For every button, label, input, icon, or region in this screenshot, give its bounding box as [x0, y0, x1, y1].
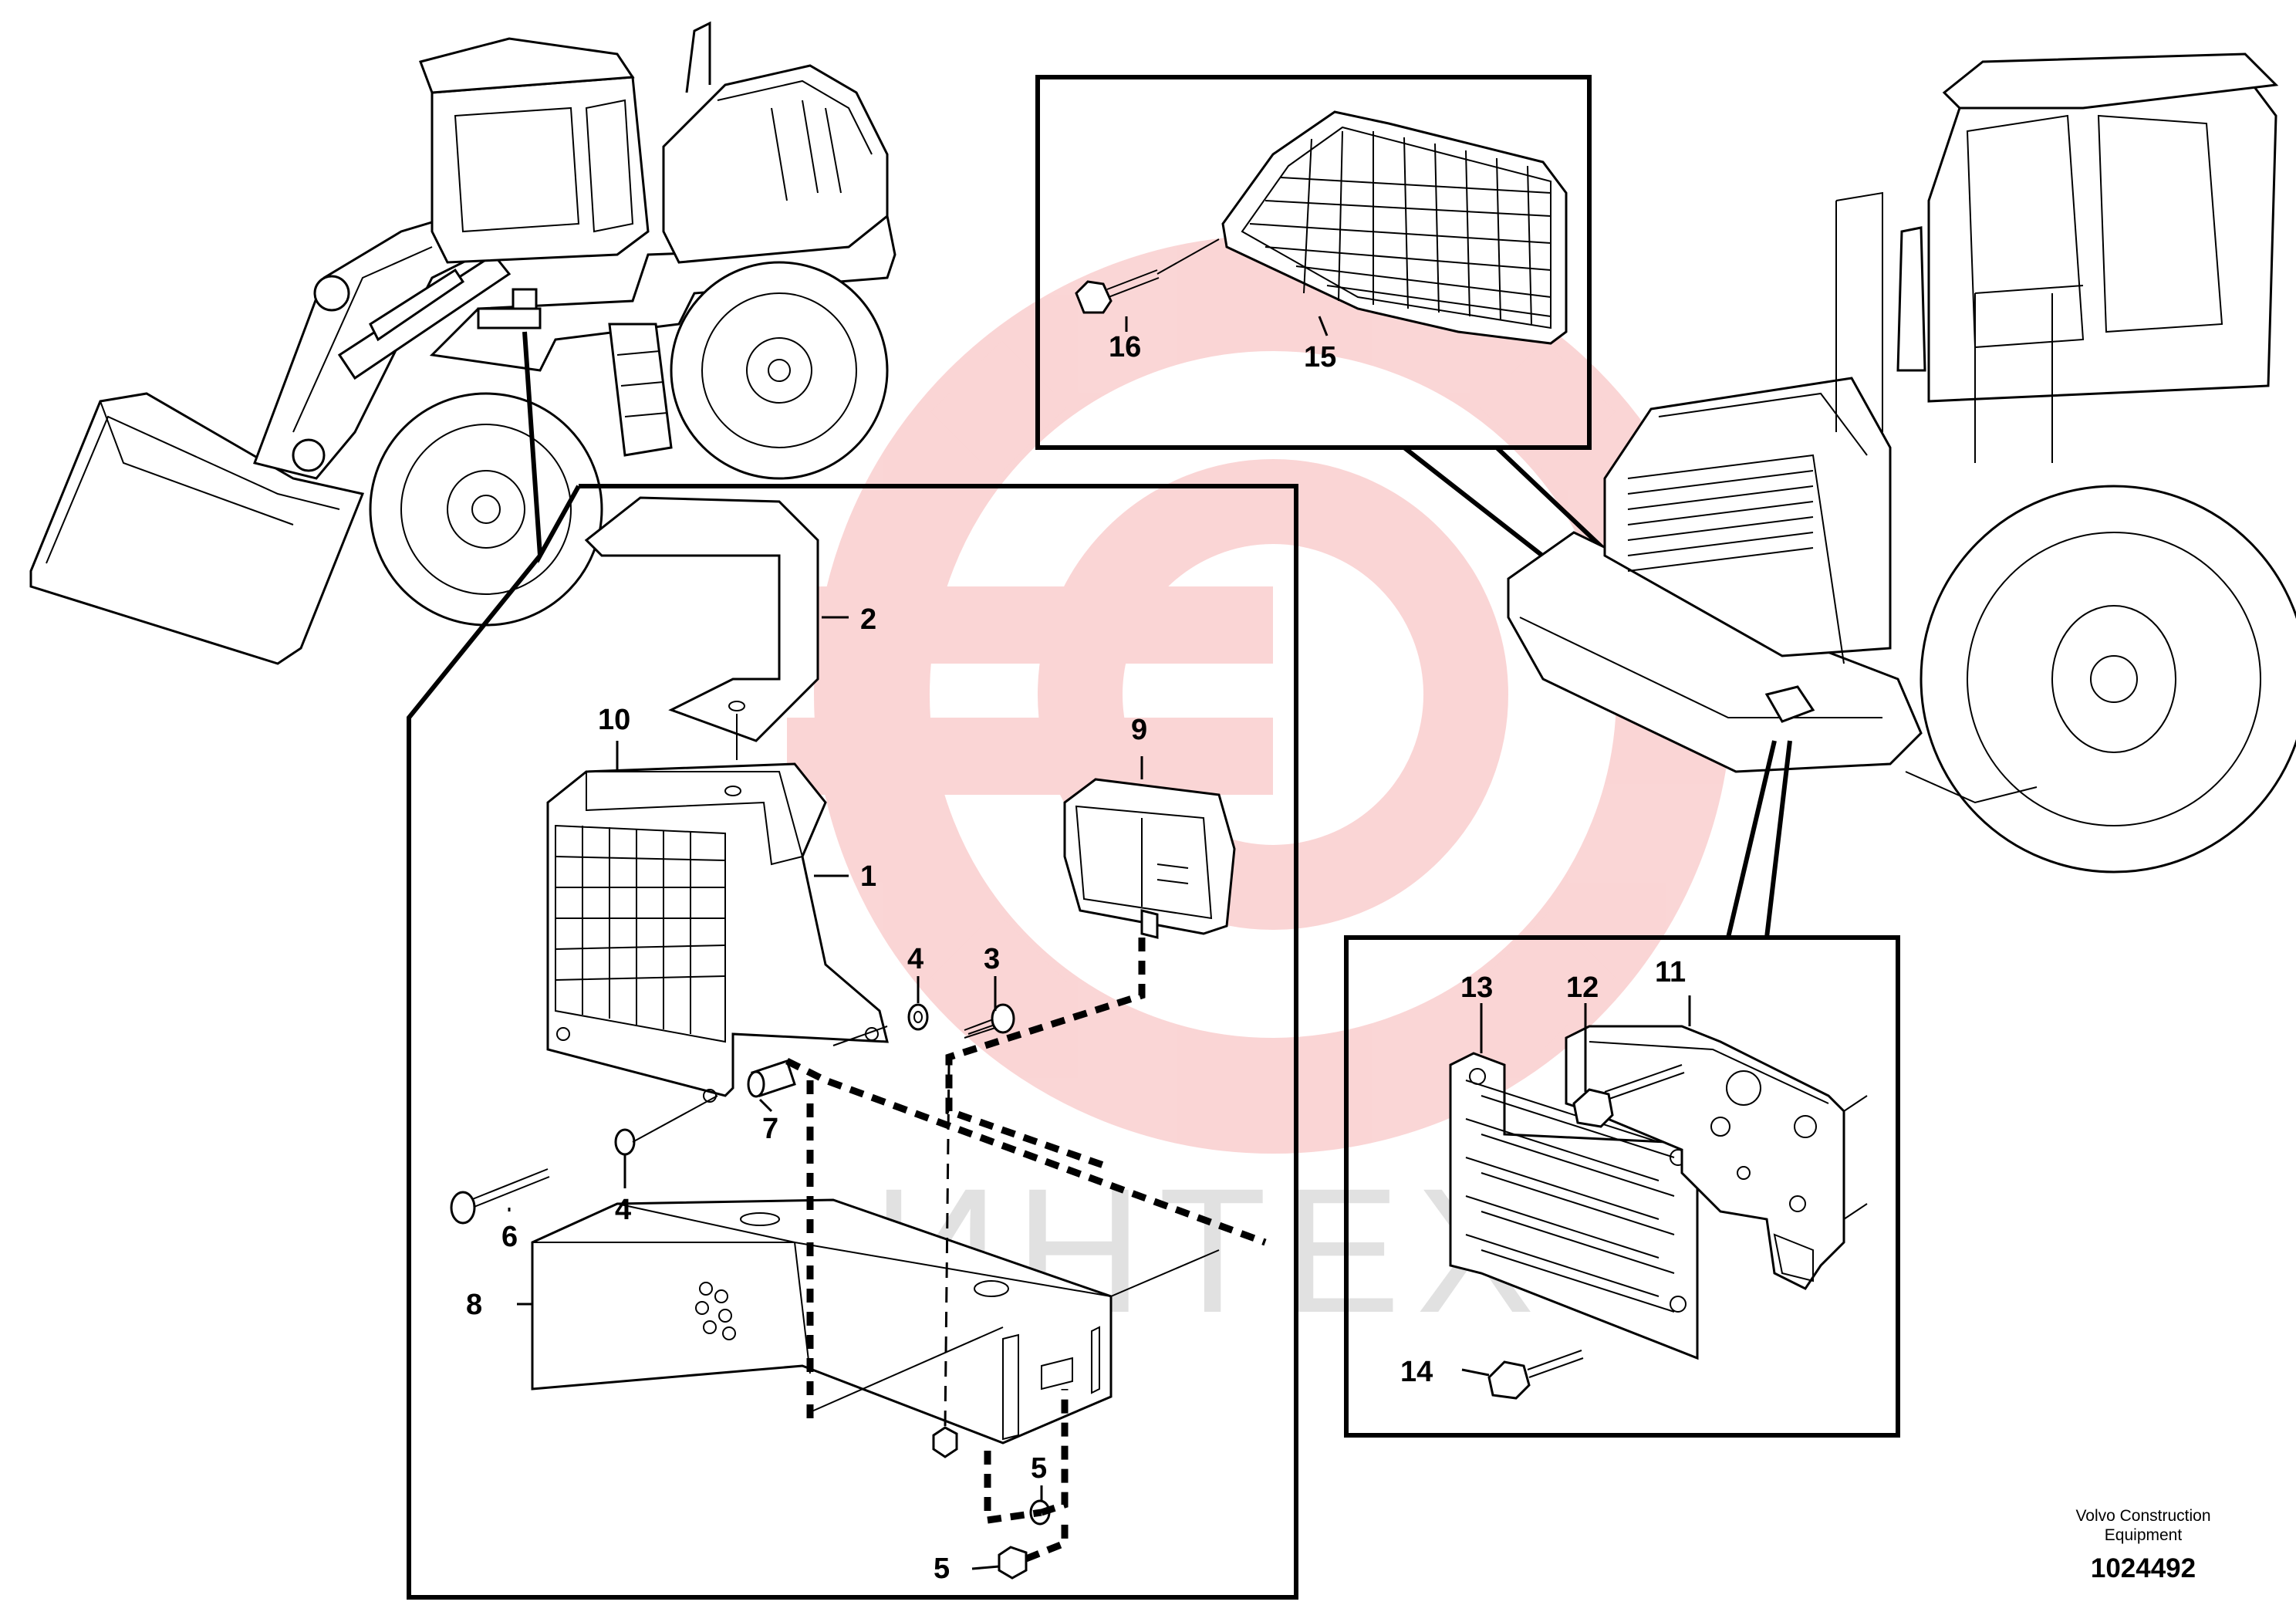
callout-4-lower: 4	[615, 1194, 631, 1226]
callout-leaders	[508, 316, 1691, 1570]
callout-labels: 1 2 3 4 4 5 5 6 7 8 9 10 11 12 13 14 15 …	[466, 331, 1686, 1585]
part-7-spacer	[747, 1059, 796, 1098]
grille-mesh	[555, 824, 726, 1043]
assembly-path-6	[944, 1064, 950, 1428]
callout-4-upper: 4	[907, 943, 923, 975]
callout-11: 11	[1655, 956, 1686, 988]
callout-3: 3	[984, 943, 1000, 975]
bracket-nut	[932, 1426, 958, 1458]
wheel-loader-side-view	[29, 21, 896, 665]
brand-label: Volvo Construction Equipment	[2075, 1507, 2211, 1544]
callout-12: 12	[1566, 972, 1599, 1004]
callout-6: 6	[501, 1221, 518, 1253]
callout-16: 16	[1109, 331, 1141, 363]
callout-14: 14	[1400, 1356, 1433, 1388]
detail-box-light-guard	[1344, 935, 1900, 1438]
callout-5-upper: 5	[1031, 1452, 1047, 1485]
callout-15: 15	[1304, 341, 1336, 373]
part-14-bolt	[1487, 1350, 1584, 1400]
drawing-number: 1024492	[2090, 1553, 2196, 1583]
callout-8: 8	[466, 1289, 482, 1321]
part-5-nut-lower	[998, 1546, 1028, 1580]
part-16-bolt	[1075, 269, 1160, 314]
callout-1: 1	[860, 860, 876, 893]
assembly-path-4	[984, 1389, 1069, 1525]
part-2-shield	[584, 496, 819, 742]
part-10-grille-bracket	[546, 762, 889, 1103]
assembly-path-5	[1025, 1520, 1069, 1563]
detail-box-rear-grille	[1035, 75, 1592, 450]
bracket-hole-pattern	[695, 1282, 736, 1340]
part-15-rear-grille	[1221, 110, 1568, 345]
callout-10: 10	[598, 704, 630, 736]
assembly-path-3	[945, 938, 1146, 1169]
wheel-loader-rear-view	[1507, 52, 2296, 874]
callout-2: 2	[860, 603, 876, 636]
part-6-bolt	[450, 1168, 550, 1225]
part-9-work-lamp	[1063, 778, 1236, 939]
part-11-bracket	[1565, 1025, 1845, 1290]
callout-13: 13	[1460, 972, 1493, 1004]
callout-7: 7	[762, 1113, 778, 1145]
part-4-washer-upper	[907, 1003, 929, 1031]
part-3-bolt	[964, 1003, 1015, 1039]
detail-pointer-right	[1726, 740, 1792, 938]
part-12-bolt	[1572, 1064, 1685, 1128]
part-4-washer-lower	[614, 1128, 636, 1156]
assembly-path-1	[785, 1057, 1267, 1246]
callout-5-lower: 5	[934, 1553, 950, 1585]
callout-9: 9	[1131, 714, 1147, 746]
part-8-mounting-bracket	[531, 1198, 1113, 1445]
detail-box-front-light	[407, 484, 1298, 1600]
